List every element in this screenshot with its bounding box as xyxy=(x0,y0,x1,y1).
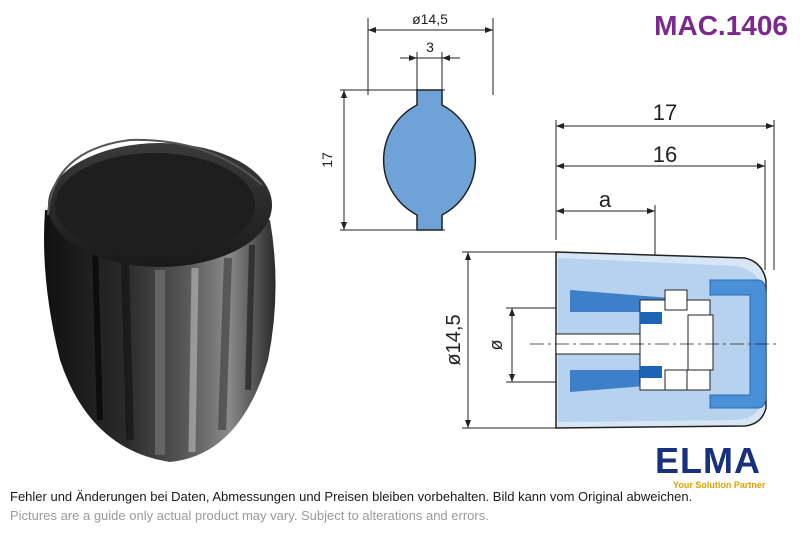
brand-logo: ELMA Your Solution Partner xyxy=(655,442,775,492)
side-dim-total: 17 xyxy=(653,100,677,125)
brand-name: ELMA xyxy=(655,440,761,481)
disclaimer-english: Pictures are a guide only actual product… xyxy=(10,508,489,523)
side-dim-outer-diameter: ø14,5 xyxy=(443,314,465,365)
product-code: MAC.1406 xyxy=(654,10,788,41)
disclaimer-german: Fehler und Änderungen bei Daten, Abmessu… xyxy=(10,489,693,504)
front-dim-height: 17 xyxy=(319,152,335,168)
side-section-drawing: 17 16 a ø14,5 ø xyxy=(443,100,780,429)
side-dim-inner: 16 xyxy=(653,142,677,167)
front-view-drawing: ø14,5 3 17 xyxy=(319,11,494,231)
knob-photo xyxy=(44,138,276,462)
side-dim-a: a xyxy=(599,187,612,212)
side-dim-shaft-diameter: ø xyxy=(486,340,506,351)
front-dim-slot: 3 xyxy=(426,39,434,55)
brand-tagline: Your Solution Partner xyxy=(673,480,766,490)
front-dim-diameter: ø14,5 xyxy=(412,11,448,27)
